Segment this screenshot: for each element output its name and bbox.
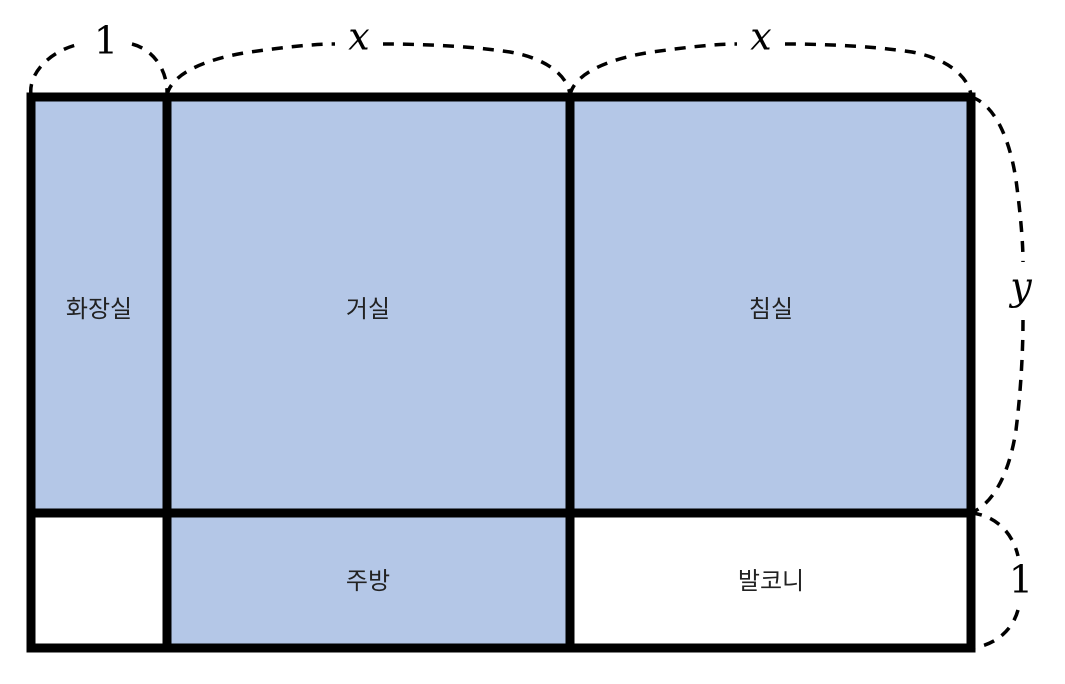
bathroom-area [31,97,167,513]
room-label-bathroom: 화장실 [66,295,132,323]
outer-wall [26,92,976,653]
kitchen-area [167,513,570,648]
room-label-living-room: 거실 [346,295,390,323]
brace-right-lower [970,511,1020,650]
living-room-area [167,97,570,513]
room-label-bedroom: 침실 [749,295,793,323]
dimension-label-right-lower: 1 [1009,558,1033,602]
brace-top-middle [165,42,572,96]
empty-area [31,513,167,648]
brace-top-left [29,42,169,96]
dimension-label-top-right: x [750,15,771,59]
brace-right-upper [970,95,1025,515]
room-label-kitchen: 주방 [346,567,390,595]
brace-top-right [568,42,973,96]
dimension-label-top-middle: x [348,15,369,59]
dimension-label-right-upper: y [1008,265,1032,309]
dimension-label-top-left: 1 [94,19,118,63]
balcony-area [570,513,971,648]
bedroom-area [570,97,971,513]
room-label-balcony: 발코니 [738,567,804,595]
